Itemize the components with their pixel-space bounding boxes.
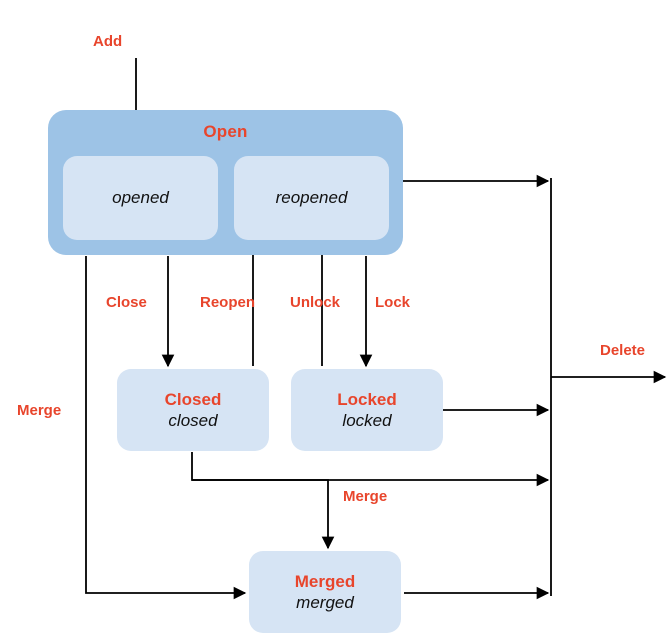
state-locked-sub: locked bbox=[342, 410, 392, 430]
state-locked-title: Locked bbox=[337, 389, 397, 409]
edge-label-lock: Lock bbox=[375, 294, 411, 311]
edge-merge-left bbox=[85, 256, 247, 600]
state-reopened[interactable]: reopened bbox=[234, 156, 389, 240]
state-merged[interactable]: Merged merged bbox=[249, 551, 401, 633]
edge-label-reopen: Reopen bbox=[200, 294, 256, 311]
state-merged-title: Merged bbox=[294, 571, 356, 591]
edge-label-delete: Delete bbox=[600, 342, 646, 359]
edge-label-close: Close bbox=[106, 294, 147, 311]
state-merged-sub: merged bbox=[296, 592, 354, 612]
edge-label-add: Add bbox=[93, 33, 123, 50]
edge-label-merge-left: Merge bbox=[17, 402, 62, 419]
state-closed-title: Closed bbox=[164, 389, 222, 409]
group-open-title: Open bbox=[203, 122, 248, 141]
edge-label-unlock: Unlock bbox=[290, 294, 341, 311]
edge-merge-mid bbox=[191, 452, 335, 550]
state-opened-label: opened bbox=[112, 188, 169, 207]
state-reopened-label: reopened bbox=[275, 188, 348, 207]
edge-label-merge-mid: Merge bbox=[343, 488, 388, 505]
state-closed[interactable]: Closed closed bbox=[117, 369, 269, 451]
state-group-open[interactable]: Open opened reopened bbox=[48, 110, 403, 255]
state-locked[interactable]: Locked locked bbox=[291, 369, 443, 451]
state-opened[interactable]: opened bbox=[63, 156, 218, 240]
state-closed-sub: closed bbox=[168, 410, 218, 430]
